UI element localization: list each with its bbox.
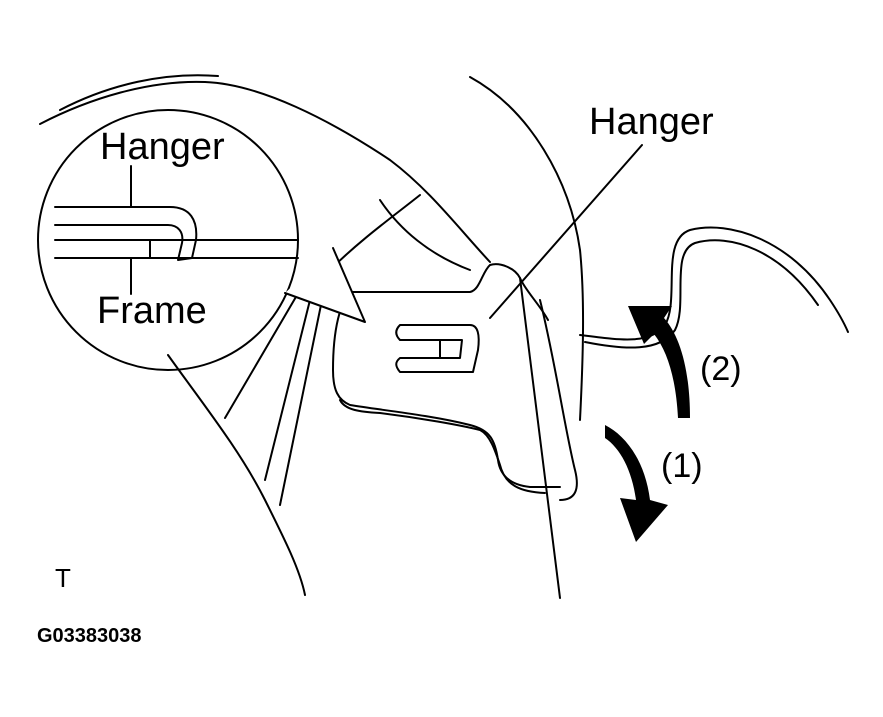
arrow-step-1 — [605, 425, 668, 542]
step-1-label: (1) — [661, 447, 703, 485]
hanger-clip-top-edge — [351, 263, 549, 321]
headrest-wire-inner — [584, 239, 819, 349]
inset-hanger-label: Hanger — [100, 126, 225, 168]
trim-seam-line-5 — [264, 299, 311, 481]
hanger-label: Hanger — [589, 101, 714, 143]
trim-seam-line-3 — [167, 354, 306, 596]
hanger-slot — [395, 324, 480, 373]
zoom-callout-pointer — [284, 247, 366, 323]
inset-hanger-profile — [54, 206, 198, 261]
seat-back-inner-edge — [59, 74, 219, 111]
trim-seam-line-4 — [224, 289, 301, 419]
trim-seam-line — [329, 194, 421, 271]
frame-edge — [539, 299, 578, 501]
seat-back-outline — [39, 80, 491, 263]
headrest-wire — [579, 226, 849, 341]
figure-code-label: G03383038 — [37, 625, 142, 647]
trim-seam-line-2 — [379, 199, 471, 271]
inset-frame-label: Frame — [97, 290, 207, 332]
view-marker-label: T — [55, 563, 71, 593]
hanger-leader-line — [489, 144, 643, 319]
arrow-step-2 — [628, 306, 690, 418]
seat-back-panel-curve — [469, 76, 585, 421]
step-2-label: (2) — [700, 350, 742, 388]
hanger-clip-flange — [339, 399, 546, 494]
trim-seam-line-6 — [279, 299, 323, 506]
hanger-clip-side-edge — [519, 277, 561, 599]
